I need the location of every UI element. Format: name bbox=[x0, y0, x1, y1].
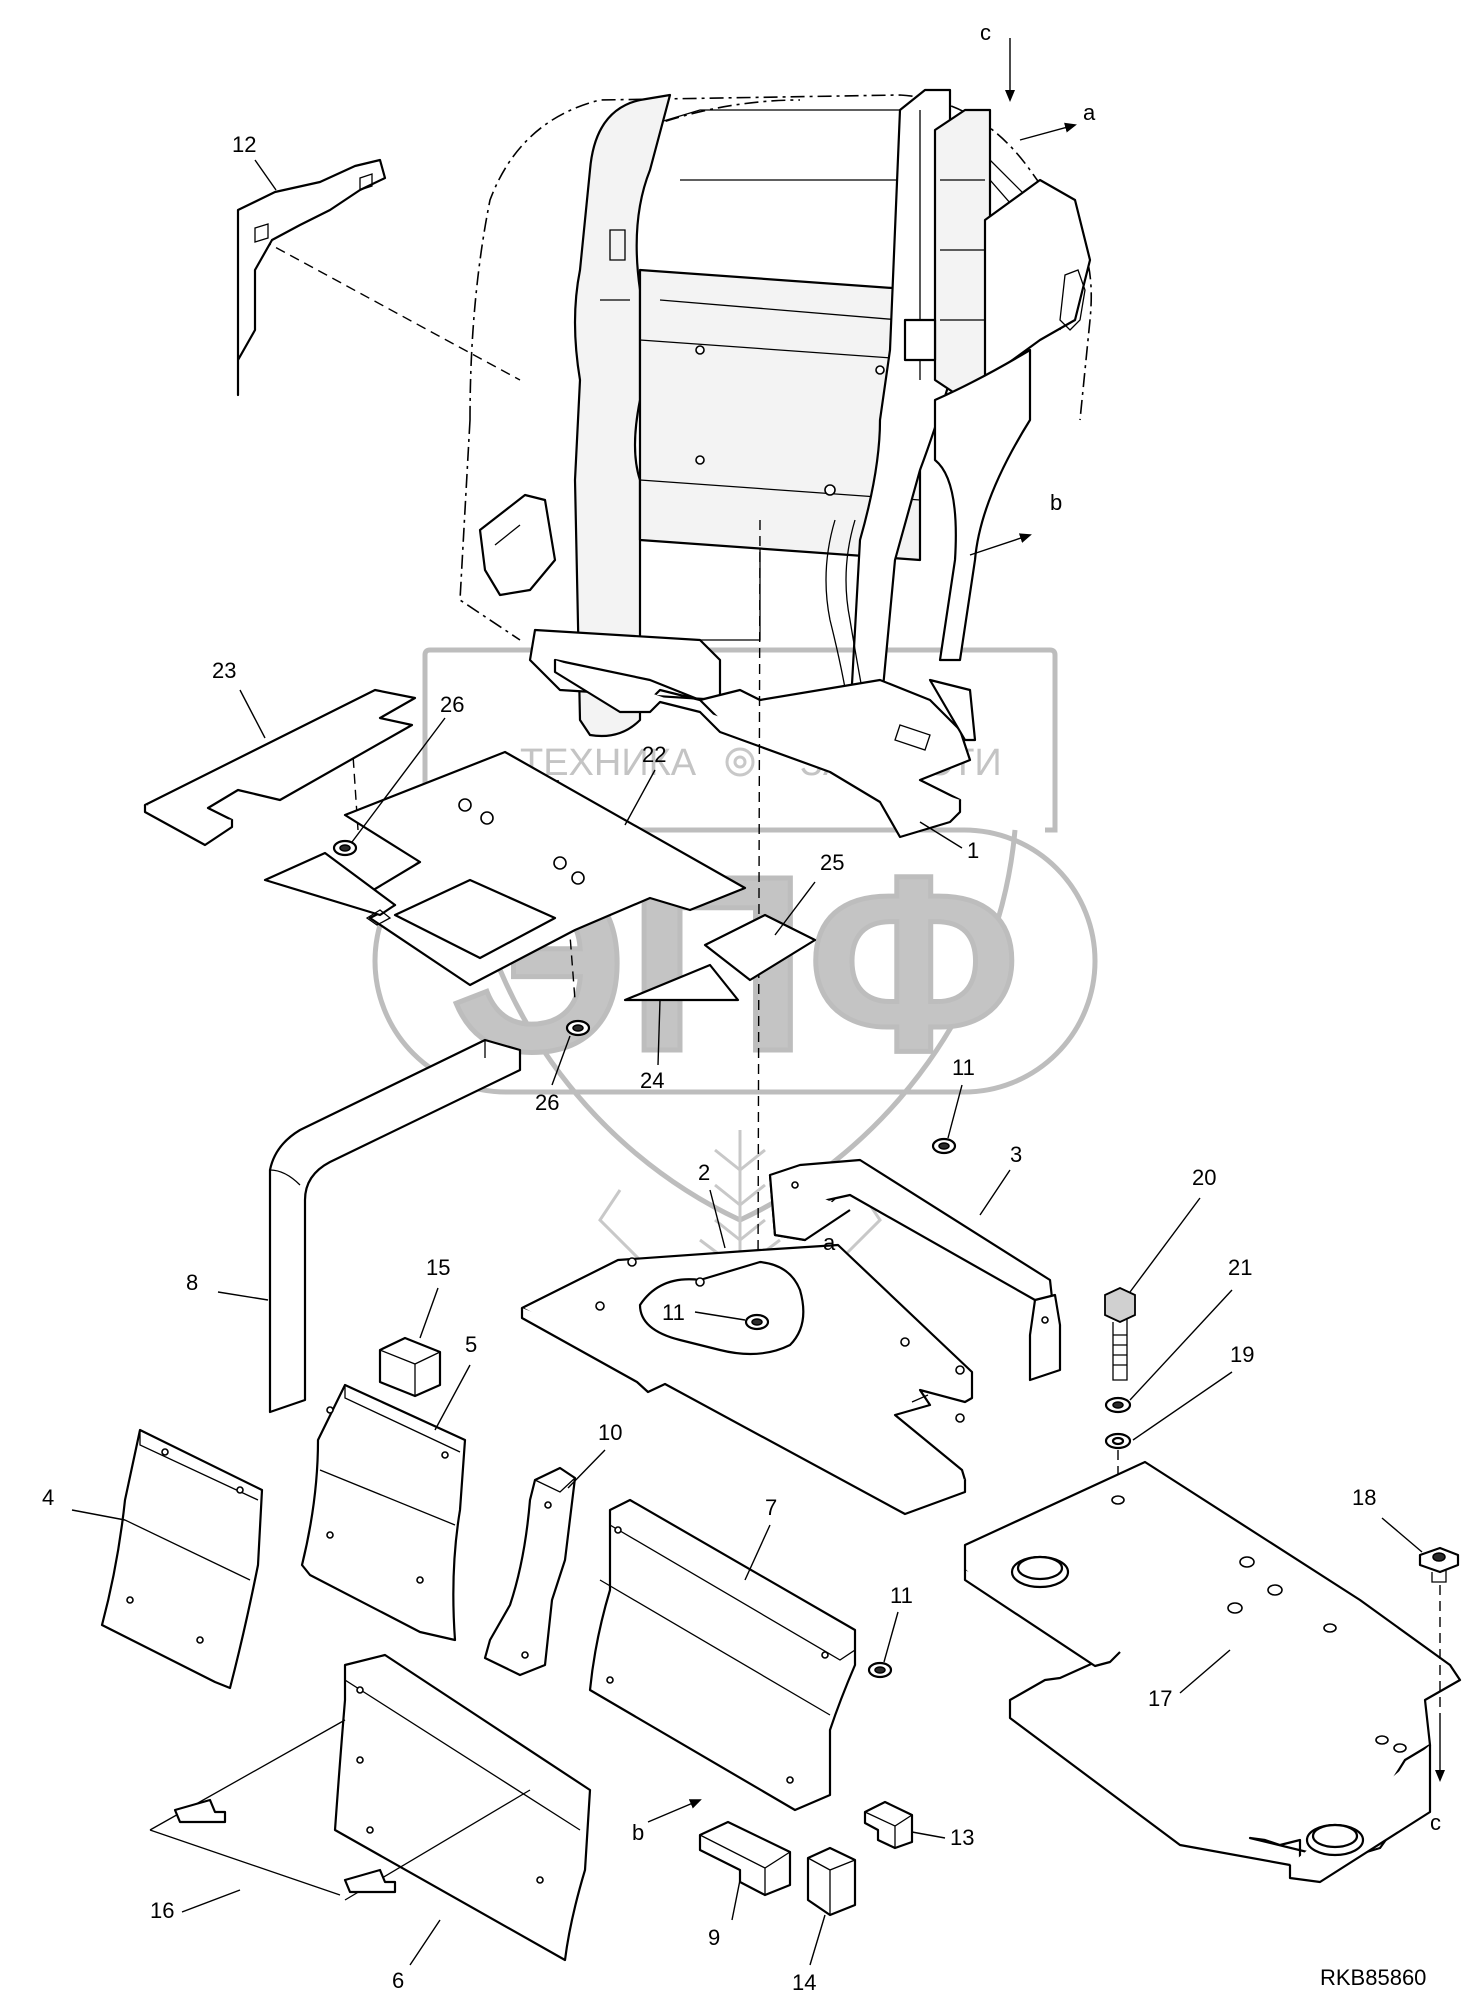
svg-text:b: b bbox=[1050, 490, 1062, 515]
callout-26-bottom: 26 bbox=[535, 1090, 559, 1115]
callout-10: 10 bbox=[598, 1420, 622, 1445]
part-3-bracket: 3 bbox=[768, 1142, 1062, 1382]
callout-1: 1 bbox=[967, 838, 979, 863]
callout-19: 19 bbox=[1230, 1342, 1254, 1367]
part-26-washer-top: 26 bbox=[332, 692, 464, 857]
part-4-panel: 4 bbox=[42, 1428, 264, 1690]
part-10-bracket: 10 bbox=[483, 1420, 622, 1677]
callout-17: 17 bbox=[1148, 1686, 1172, 1711]
part-8-trim: 8 bbox=[186, 1038, 522, 1414]
callout-5: 5 bbox=[465, 1332, 477, 1357]
callout-18: 18 bbox=[1352, 1485, 1376, 1510]
callout-26-top: 26 bbox=[440, 692, 464, 717]
part-19-washer: 19 bbox=[1104, 1342, 1254, 1450]
assembly-line-center bbox=[757, 519, 761, 1276]
callout-21: 21 bbox=[1228, 1255, 1252, 1280]
svg-text:b: b bbox=[632, 1820, 644, 1845]
part-13-block: 13 bbox=[863, 1800, 974, 1850]
svg-text:c: c bbox=[1430, 1810, 1441, 1835]
part-24-wedge: 24 bbox=[623, 963, 740, 1093]
hinge-pillar bbox=[933, 108, 992, 402]
part-25-pad: 25 bbox=[703, 850, 844, 982]
arrow-a-top: a bbox=[1019, 100, 1096, 141]
svg-text:a: a bbox=[1083, 100, 1096, 125]
part-15-block: 15 bbox=[378, 1255, 450, 1398]
part-9-block: 9 bbox=[698, 1820, 792, 1950]
callout-6: 6 bbox=[392, 1968, 404, 1993]
arrow-c-top: c bbox=[980, 20, 1015, 102]
part-7-panel: 7 bbox=[588, 1495, 857, 1812]
callout-24: 24 bbox=[640, 1068, 664, 1093]
callout-3: 3 bbox=[1010, 1142, 1022, 1167]
watermark-oval bbox=[372, 827, 1098, 1095]
callout-2: 2 bbox=[698, 1160, 710, 1185]
cab-back-panel bbox=[638, 268, 922, 562]
part-12-panel: 12 bbox=[232, 132, 387, 397]
callout-20: 20 bbox=[1192, 1165, 1216, 1190]
arrow-c-low: c bbox=[1430, 1585, 1445, 1835]
arrow-b-low: b bbox=[632, 1799, 702, 1845]
part-18-clip: 18 bbox=[1352, 1485, 1460, 1583]
callout-4: 4 bbox=[42, 1485, 54, 1510]
drawing-code: RKB85860 bbox=[1320, 1965, 1426, 1990]
cab-corner-post bbox=[983, 178, 1092, 382]
part-11-washer-top: 11 bbox=[931, 1055, 975, 1155]
rops-post-left bbox=[573, 93, 672, 738]
callout-14: 14 bbox=[792, 1970, 816, 1995]
part-2-floor-plate: 2 bbox=[520, 1160, 974, 1516]
callout-25: 25 bbox=[820, 850, 844, 875]
part-16-clips: 16 bbox=[149, 1719, 531, 1923]
svg-text:a: a bbox=[823, 1230, 836, 1255]
callout-16: 16 bbox=[150, 1898, 174, 1923]
part-22-floor-mat: 22 bbox=[263, 742, 747, 987]
cab-frame bbox=[459, 88, 1092, 839]
assembly-line-12 bbox=[261, 239, 521, 381]
part-23-mat: 23 bbox=[143, 658, 417, 847]
callout-7: 7 bbox=[765, 1495, 777, 1520]
callout-13: 13 bbox=[950, 1825, 974, 1850]
part-6-panel: 6 bbox=[333, 1653, 592, 1993]
part-21-washer: 21 bbox=[1104, 1255, 1252, 1414]
part-20-bolt: 20 bbox=[1104, 1165, 1216, 1381]
svg-text:c: c bbox=[980, 20, 991, 45]
watermark-frame bbox=[422, 647, 1058, 833]
callout-22: 22 bbox=[642, 742, 666, 767]
callout-9: 9 bbox=[708, 1925, 720, 1950]
part-5-panel: 5 bbox=[300, 1332, 477, 1642]
part-11-washer-plate: 11 bbox=[662, 1300, 770, 1331]
side-post-lower bbox=[933, 348, 1032, 662]
callout-11-low: 11 bbox=[890, 1583, 913, 1608]
callout-11-top: 11 bbox=[952, 1055, 975, 1080]
callout-8: 8 bbox=[186, 1270, 198, 1295]
part-26-washer-bottom: 26 bbox=[535, 1019, 591, 1115]
callout-15: 15 bbox=[426, 1255, 450, 1280]
arrow-b-top: b bbox=[969, 490, 1062, 556]
callout-11-plate: 11 bbox=[662, 1300, 685, 1325]
callout-12: 12 bbox=[232, 132, 256, 157]
callout-1-group: 1 bbox=[919, 821, 979, 863]
part-17-cover-plate: 17 bbox=[963, 1460, 1462, 1884]
gear-icon bbox=[725, 747, 755, 777]
floor-bracket-left bbox=[478, 493, 557, 597]
part-11-washer-low: 11 bbox=[867, 1583, 913, 1679]
part-14-block: 14 bbox=[792, 1846, 857, 1995]
callout-23: 23 bbox=[212, 658, 236, 683]
